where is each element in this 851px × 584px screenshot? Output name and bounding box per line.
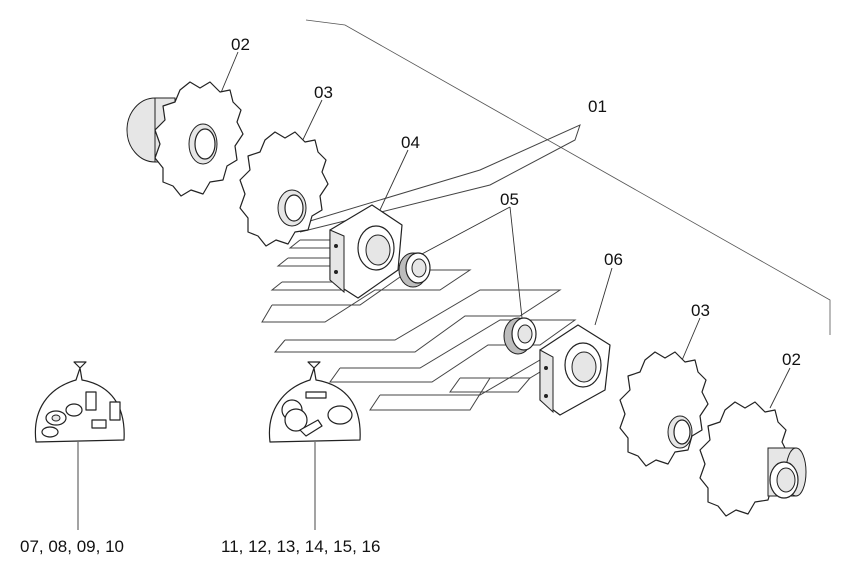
label-kit-b: 11, 12, 13, 14, 15, 16 xyxy=(221,537,380,556)
leader-03-right xyxy=(679,317,701,366)
part-labels: 02 03 01 04 05 06 03 02 07, 08, 09, 10 1… xyxy=(20,35,801,556)
sprocket-top-left xyxy=(239,131,329,247)
label-sprocket-mid-left: 03 xyxy=(314,83,333,102)
sprocket-bottom-right xyxy=(619,351,709,467)
sprocket-hub-top-left xyxy=(126,81,244,197)
leader-02-left xyxy=(219,51,239,96)
label-sprocket-right: 02 xyxy=(782,350,801,369)
leader-lines xyxy=(77,51,791,530)
label-sprocket-left: 02 xyxy=(231,35,250,54)
label-bearing: 05 xyxy=(500,190,519,209)
leader-05-b xyxy=(509,206,523,319)
assembly-bracket xyxy=(305,19,831,335)
hardware-bag-right xyxy=(268,361,361,443)
label-sprocket-mid-right: 03 xyxy=(691,301,710,320)
label-housing-left: 04 xyxy=(401,133,420,152)
leader-04 xyxy=(379,149,409,211)
label-housing-right: 06 xyxy=(604,250,623,269)
label-kit-a: 07, 08, 09, 10 xyxy=(20,537,124,556)
bearing-upper xyxy=(398,252,431,288)
bearing-housing-left xyxy=(329,204,403,299)
leader-05-a xyxy=(419,206,511,256)
hardware-bag-left xyxy=(34,361,125,443)
bearing-lower xyxy=(503,317,537,355)
bearing-housing-right xyxy=(539,324,611,416)
label-assembly: 01 xyxy=(588,97,607,116)
leader-02-right xyxy=(769,367,791,409)
leader-06 xyxy=(594,267,613,326)
sprocket-hub-bottom-right xyxy=(699,401,807,517)
